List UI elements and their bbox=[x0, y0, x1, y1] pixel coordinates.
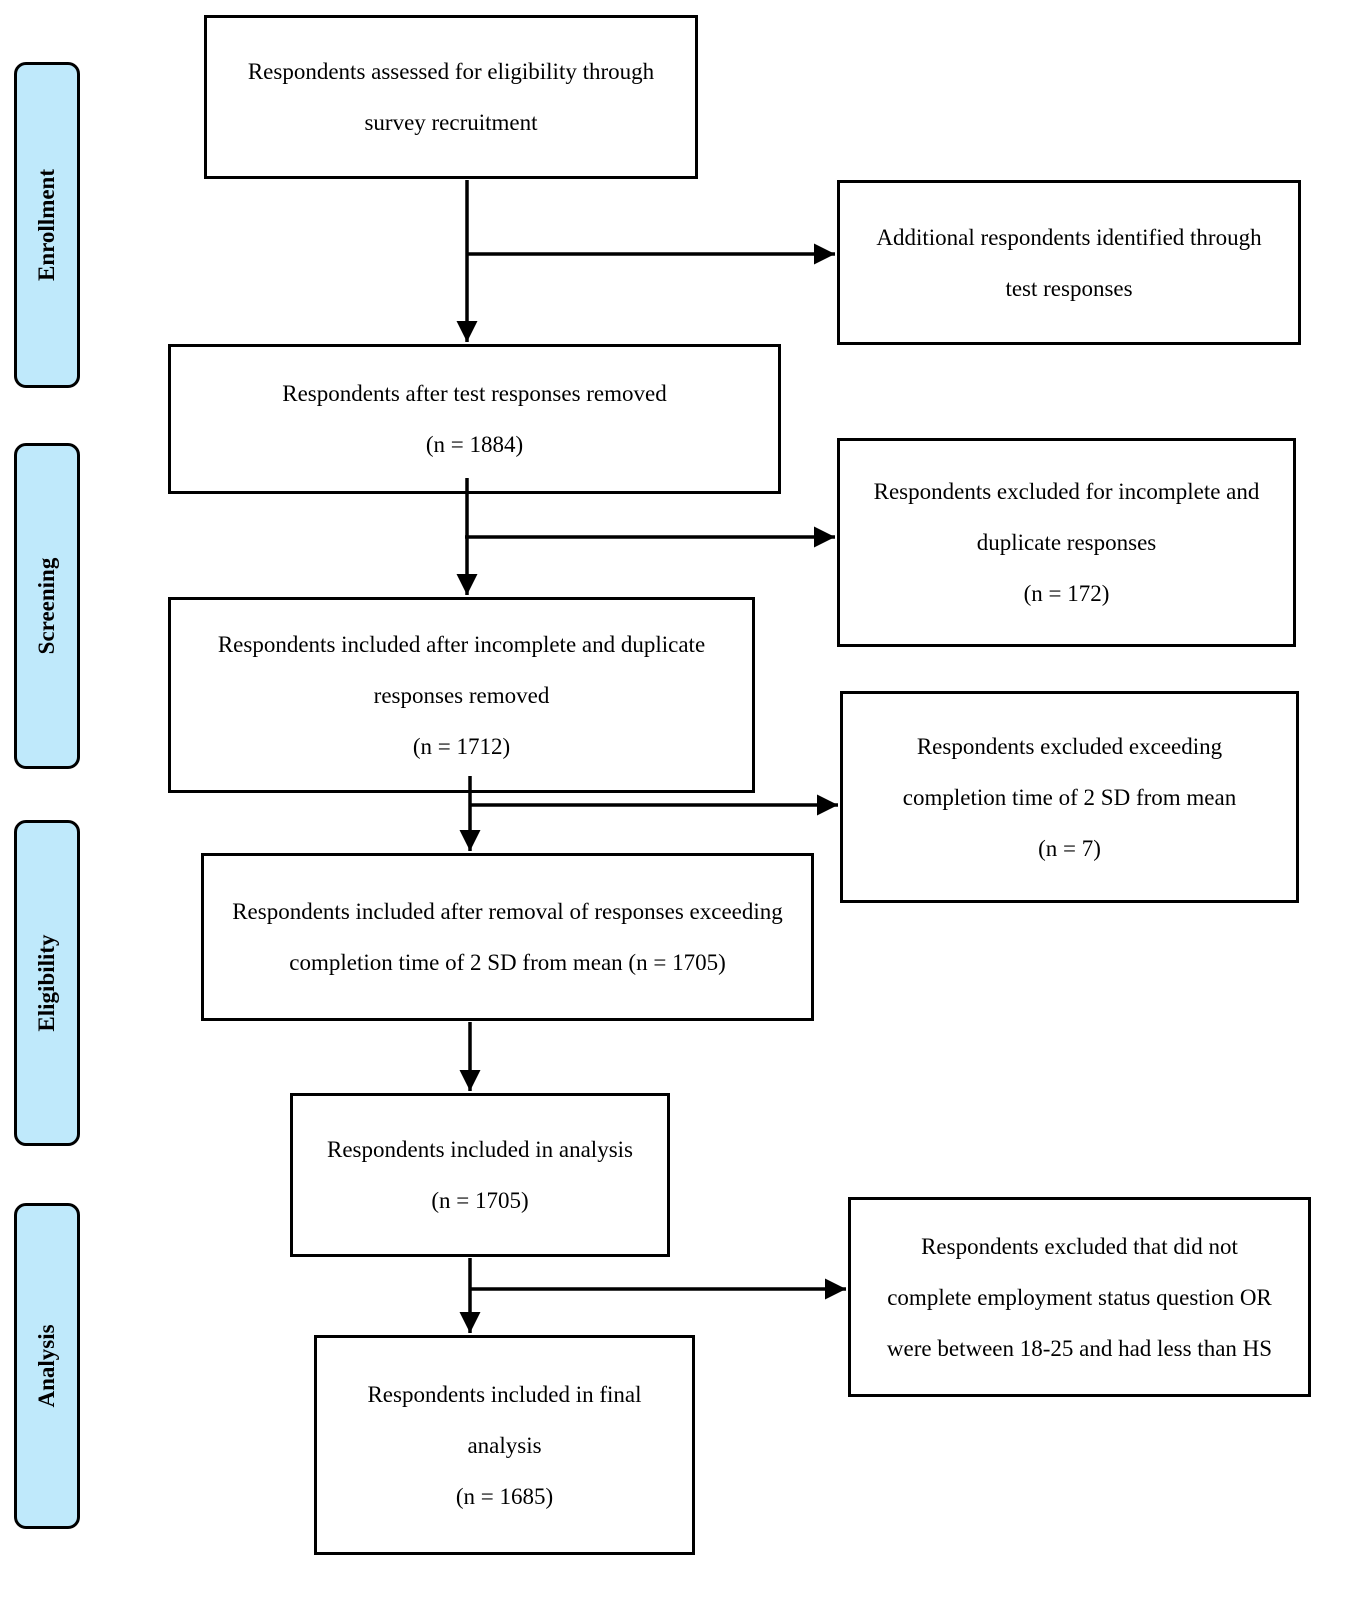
box-text: completion time of 2 SD from mean (n = 1… bbox=[289, 950, 726, 975]
box-final-analysis: Respondents included in final analysis (… bbox=[314, 1335, 695, 1555]
box-text: Additional respondents identified throug… bbox=[876, 224, 1262, 250]
box-text: test responses bbox=[1005, 275, 1133, 301]
box-text: analysis bbox=[467, 1432, 542, 1458]
box-after-time-removed: Respondents included after removal of re… bbox=[201, 853, 814, 1021]
box-text: duplicate responses bbox=[976, 530, 1157, 555]
stage-enrollment: Enrollment bbox=[14, 62, 80, 388]
box-included-analysis: Respondents included in analysis (n = 17… bbox=[290, 1093, 670, 1257]
box-text: Respondents excluded exceeding bbox=[916, 733, 1223, 759]
box-text: Respondents included in final bbox=[367, 1381, 642, 1407]
box-count: (n = 1884) bbox=[425, 432, 524, 457]
box-text: Respondents included after incomplete an… bbox=[217, 631, 706, 657]
box-after-test-removed: Respondents after test responses removed… bbox=[168, 344, 781, 494]
box-after-incomplete-removed: Respondents included after incomplete an… bbox=[168, 597, 755, 793]
box-text: Respondents after test responses removed bbox=[282, 381, 667, 406]
box-text: Respondents assessed for eligibility thr… bbox=[247, 59, 655, 84]
box-text: survey recruitment bbox=[364, 110, 538, 135]
box-text: Respondents excluded that did not bbox=[921, 1233, 1238, 1259]
box-excluded-incomplete: Respondents excluded for incomplete and … bbox=[837, 438, 1296, 647]
box-test-responses: Additional respondents identified throug… bbox=[837, 180, 1301, 345]
box-count: (n = 1685) bbox=[455, 1483, 554, 1509]
box-text: complete employment status question OR bbox=[887, 1284, 1272, 1310]
box-text: completion time of 2 SD from mean bbox=[902, 784, 1237, 810]
box-count: (n = 7) bbox=[1038, 835, 1101, 861]
stage-screening: Screening bbox=[14, 443, 80, 769]
box-text: Respondents included after removal of re… bbox=[232, 899, 783, 924]
box-count: (n = 1705) bbox=[431, 1188, 529, 1213]
box-text: Respondents excluded for incomplete and bbox=[873, 479, 1260, 504]
box-text: were between 18-25 and had less than HS bbox=[886, 1335, 1273, 1361]
box-text: responses removed bbox=[373, 682, 550, 708]
stage-eligibility: Eligibility bbox=[14, 820, 80, 1146]
box-excluded-employment: Respondents excluded that did not comple… bbox=[848, 1197, 1311, 1397]
box-count: (n = 1712) bbox=[412, 733, 511, 759]
stage-analysis: Analysis bbox=[14, 1203, 80, 1529]
box-assessed-eligibility: Respondents assessed for eligibility thr… bbox=[204, 15, 698, 179]
box-excluded-time: Respondents excluded exceeding completio… bbox=[840, 691, 1299, 903]
box-count: (n = 172) bbox=[1023, 581, 1110, 606]
box-text: Respondents included in analysis bbox=[327, 1137, 633, 1162]
